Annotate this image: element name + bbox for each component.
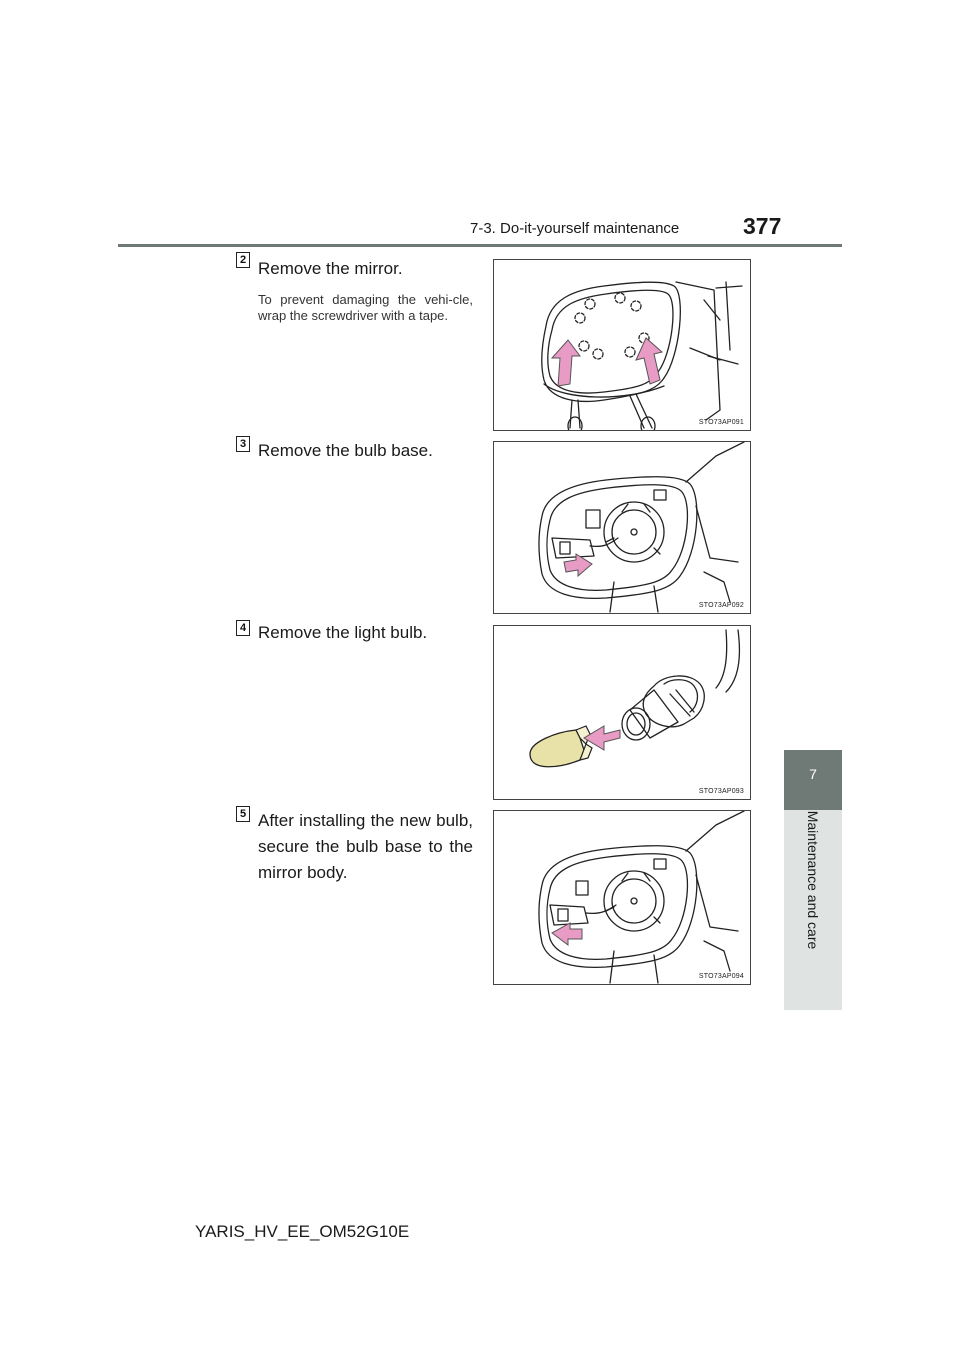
step-figure-3: STO73AP092 [493,441,751,614]
chapter-band [784,810,842,1010]
step-badge-2: 2 [236,252,250,268]
chapter-tab: 7 [784,750,842,810]
document-id: YARIS_HV_EE_OM52G10E [195,1222,410,1241]
header-rule [118,244,842,247]
step-title-5: After installing the new bulb, secure th… [258,811,473,882]
step-title-2: Remove the mirror. [258,259,403,278]
page-number: 377 [743,213,782,239]
figure-code-2: STO73AP091 [698,419,744,426]
step-figure-4: STO73AP093 [493,625,751,800]
step-badge-3: 3 [236,436,250,452]
section-title: 7-3. Do-it-yourself maintenance [470,220,680,237]
mirror-removal-illustration [541,281,743,430]
step-note-2: To prevent damaging the vehi-cle, wrap t… [258,292,473,323]
step-title-3: Remove the bulb base. [258,441,433,460]
step-badge-4: 4 [236,620,250,636]
figure-code-5: STO73AP094 [698,973,744,980]
chapter-title: Maintenance and care [805,810,821,950]
step-figure-5: STO73AP094 [493,810,751,985]
light-bulb-removal-illustration [529,629,741,768]
bulb-base-installation-illustration [538,811,745,984]
bulb-base-removal-illustration [538,442,745,613]
figure-code-4: STO73AP093 [698,788,744,795]
step-badge-5: 5 [236,806,250,822]
figure-code-3: STO73AP092 [698,602,744,609]
step-figure-2: STO73AP091 [493,259,751,431]
chapter-number: 7 [809,766,817,782]
step-title-4: Remove the light bulb. [258,623,428,642]
